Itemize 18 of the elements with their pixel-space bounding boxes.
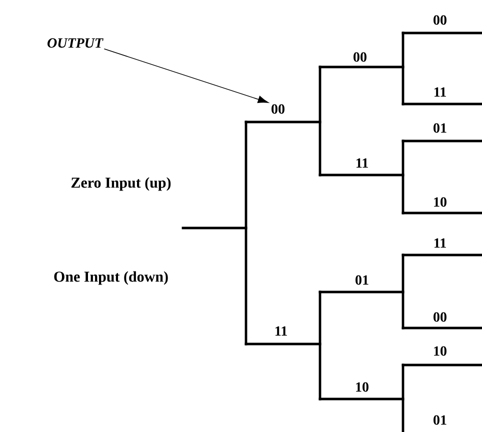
branch-label: 01	[434, 123, 446, 133]
branch-label: 10	[434, 197, 446, 207]
input-label: One Input (down)	[54, 271, 168, 285]
input-label: Zero Input (up)	[71, 177, 171, 191]
output-label: OUTPUT	[48, 38, 104, 48]
branch-label: 11	[434, 87, 446, 97]
branch-label: 00	[354, 52, 366, 62]
branch-label: 11	[276, 326, 287, 336]
branch-label: 10	[434, 346, 446, 356]
branch-label: 00	[434, 15, 446, 25]
branch-label: 00	[272, 104, 284, 114]
branch-label: 11	[434, 238, 446, 248]
branch-label: 01	[356, 275, 368, 285]
branch-label: 00	[434, 312, 446, 322]
leader-arrow	[104, 48, 268, 104]
branch-label: 11	[356, 158, 368, 168]
branch-label: 01	[434, 415, 446, 425]
branch-label: 10	[356, 382, 368, 392]
